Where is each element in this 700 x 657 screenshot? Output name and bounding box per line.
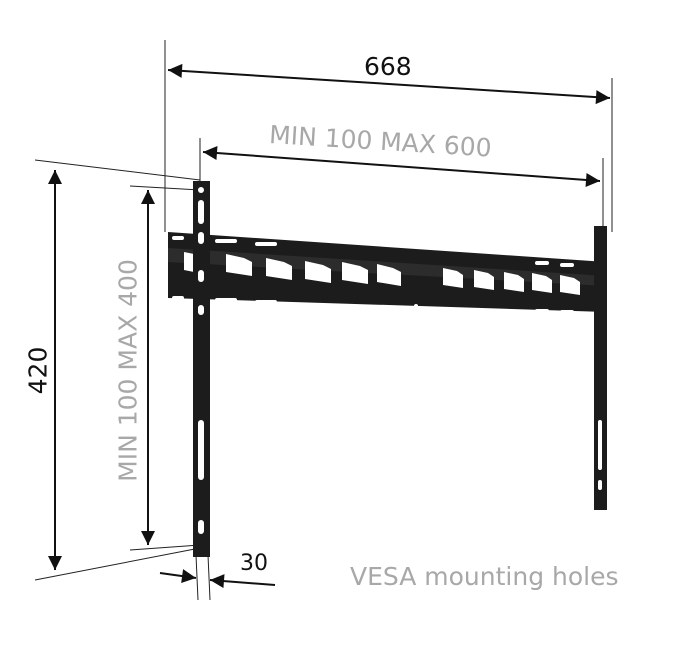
left-vertical-rail	[193, 181, 210, 557]
right-vertical-rail	[594, 226, 607, 510]
vesa-caption: VESA mounting holes	[350, 562, 619, 591]
overall-width-label: 668	[364, 52, 412, 81]
depth-arrow-right	[209, 574, 276, 589]
depth-arrow-left	[159, 569, 197, 584]
bracket	[168, 181, 607, 557]
dimension-lines	[48, 63, 611, 589]
vesa-height-label: MIN 100 MAX 400	[113, 259, 143, 482]
overall-height-label: 420	[23, 346, 53, 395]
width-dimension-line	[167, 63, 611, 105]
extension-lines	[34, 40, 613, 601]
vesa-width-dimension-line	[202, 146, 601, 187]
plate-slots	[172, 236, 580, 314]
depth-label: 30	[240, 551, 268, 576]
